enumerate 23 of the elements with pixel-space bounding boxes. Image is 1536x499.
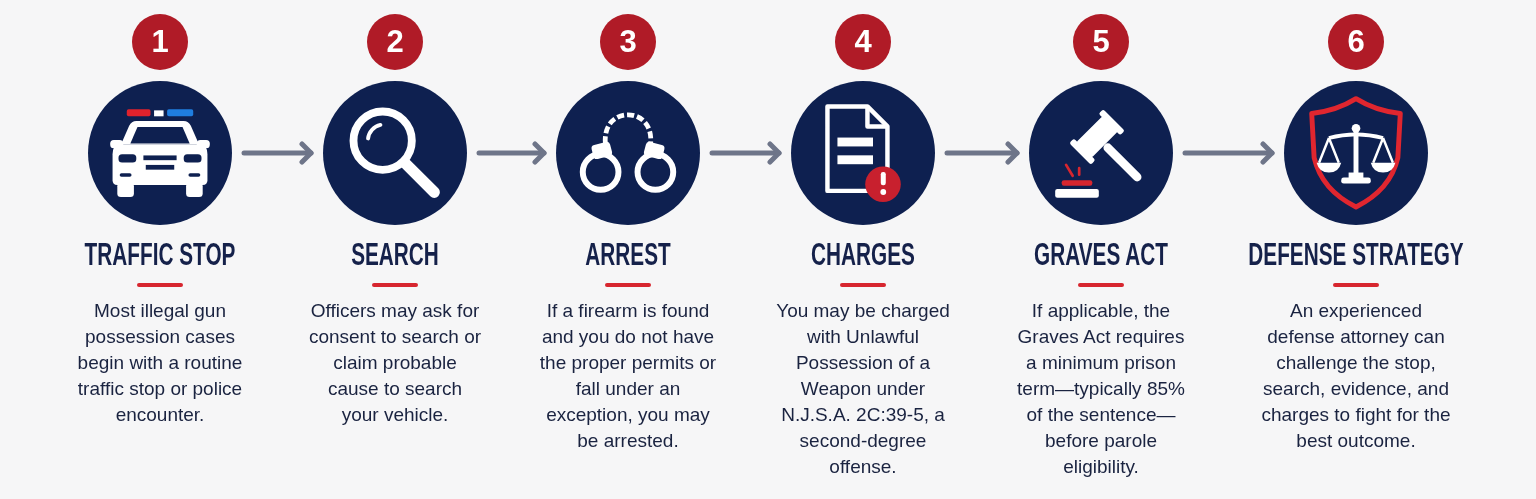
step-number: 3 <box>600 14 656 70</box>
arrow <box>241 141 314 165</box>
step-number: 4 <box>835 14 891 70</box>
step-description: An experienced defense attorney can challenge the stop, search, evidence, and charges to fight for the best outcome. <box>1260 299 1452 453</box>
step-description: Most illegal gun possession cases begin with a routine traffic stop or police encounter. <box>76 299 244 427</box>
step-description: Officers may ask for consent to search or claim probable cause to search your vehicle. <box>308 299 482 427</box>
arrow <box>1182 141 1275 165</box>
step-number: 5 <box>1073 14 1129 70</box>
step-description: If a firearm is found and you do not have the proper permits or fall under an exception, you may be arrested. <box>539 299 717 453</box>
step-title: ARREST <box>585 238 671 272</box>
step-title: GRAVES ACT <box>1034 238 1168 272</box>
step-title: CHARGES <box>811 238 915 272</box>
step-number: 1 <box>132 14 188 70</box>
arrow <box>944 141 1020 165</box>
step-title: TRAFFIC STOP <box>84 238 236 272</box>
step-number: 2 <box>367 14 423 70</box>
step-description: You may be charged with Unlawful Possession of a Weapon under N.J.S.A. 2C:39-5, a second-degree offense. <box>775 299 951 479</box>
step-description: If applicable, the Graves Act requires a minimum prison term—typically 85% of the sentence—before parole eligibility. <box>1016 299 1186 479</box>
step-number: 6 <box>1328 14 1384 70</box>
arrow <box>476 141 547 165</box>
step-title: SEARCH <box>351 238 439 272</box>
arrow <box>709 141 782 165</box>
step-title: DEFENSE STRATEGY <box>1248 238 1464 272</box>
